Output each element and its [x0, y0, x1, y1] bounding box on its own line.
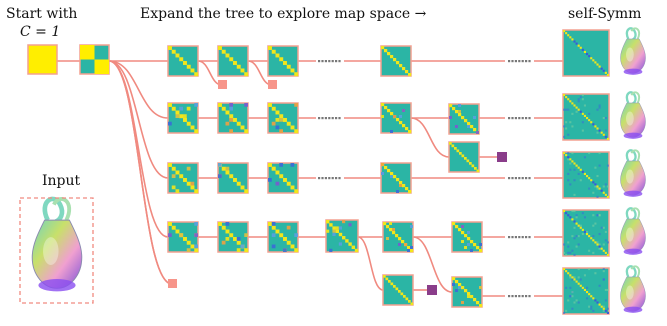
- tree-edge: [410, 117, 450, 158]
- input-vase-icon: [31, 196, 83, 292]
- row3-matrix: [217, 162, 249, 194]
- self-symm-matrix: [562, 93, 610, 141]
- row3-matrix: [267, 162, 299, 194]
- row1-matrix: [217, 45, 249, 77]
- dead-leaf: [168, 279, 177, 288]
- row2-matrix: [380, 102, 412, 134]
- vase-mesh-icon: [620, 91, 646, 139]
- row4-branch-matrix: [451, 276, 483, 308]
- ellipsis-dots: [318, 177, 341, 180]
- row4-matrix: [217, 221, 249, 253]
- row2-matrix: [217, 102, 249, 134]
- row4-matrix: [382, 221, 414, 253]
- dead-leaf: [218, 80, 227, 89]
- row2-matrix: [267, 102, 299, 134]
- vase-mesh-icon: [620, 149, 646, 197]
- input-label: Input: [42, 173, 81, 189]
- dead-leaf: [268, 80, 277, 89]
- row4-matrix: [167, 221, 199, 253]
- tree-edge: [412, 236, 453, 293]
- row4-matrix: [451, 221, 483, 253]
- root-branch: [108, 60, 169, 179]
- row2-matrix: [167, 102, 199, 134]
- row3-matrix: [380, 162, 412, 194]
- ellipsis-dots: [508, 117, 531, 120]
- row2-branch-matrix: [448, 141, 480, 173]
- start-node-yellow: [28, 45, 57, 74]
- row4-matrix: [325, 219, 359, 253]
- ellipsis-dots: [508, 177, 531, 180]
- start-c-label: C = 1: [20, 24, 61, 40]
- root-branch: [108, 60, 169, 119]
- alt-leaf: [497, 152, 507, 162]
- self-symm-matrix: [562, 29, 610, 77]
- row1-matrix: [167, 45, 199, 77]
- self-symm-matrix: [562, 267, 610, 315]
- ellipsis-dots: [318, 60, 341, 63]
- expand-caption: Expand the tree to explore map space →: [140, 6, 427, 22]
- root-branch: [108, 60, 173, 285]
- vase-mesh-icon: [620, 265, 646, 313]
- ellipsis-dots: [508, 60, 531, 63]
- row1-matrix: [380, 45, 412, 77]
- row2-matrix: [448, 103, 480, 135]
- alt-leaf: [427, 285, 437, 295]
- ellipsis-dots: [508, 236, 531, 239]
- self-symm-label: self-Symm: [568, 6, 642, 22]
- root-branch: [108, 60, 169, 238]
- vase-mesh-icon: [620, 207, 646, 255]
- vase-mesh-icon: [620, 27, 646, 75]
- start-node-2x2: [79, 44, 110, 75]
- tree-nodes: [27, 27, 646, 315]
- self-symm-matrix: [562, 151, 610, 199]
- ellipsis-dots: [508, 295, 531, 298]
- tree-edges: [57, 60, 563, 297]
- row4-branch-matrix: [382, 274, 414, 306]
- row4-matrix: [267, 221, 299, 253]
- ellipsis-dots: [318, 117, 341, 120]
- row1-matrix: [267, 45, 299, 77]
- self-symm-matrix: [562, 209, 610, 257]
- row3-matrix: [167, 162, 199, 194]
- start-label: Start with: [6, 6, 78, 22]
- input-frame: [19, 197, 94, 304]
- tree-edge: [357, 236, 384, 291]
